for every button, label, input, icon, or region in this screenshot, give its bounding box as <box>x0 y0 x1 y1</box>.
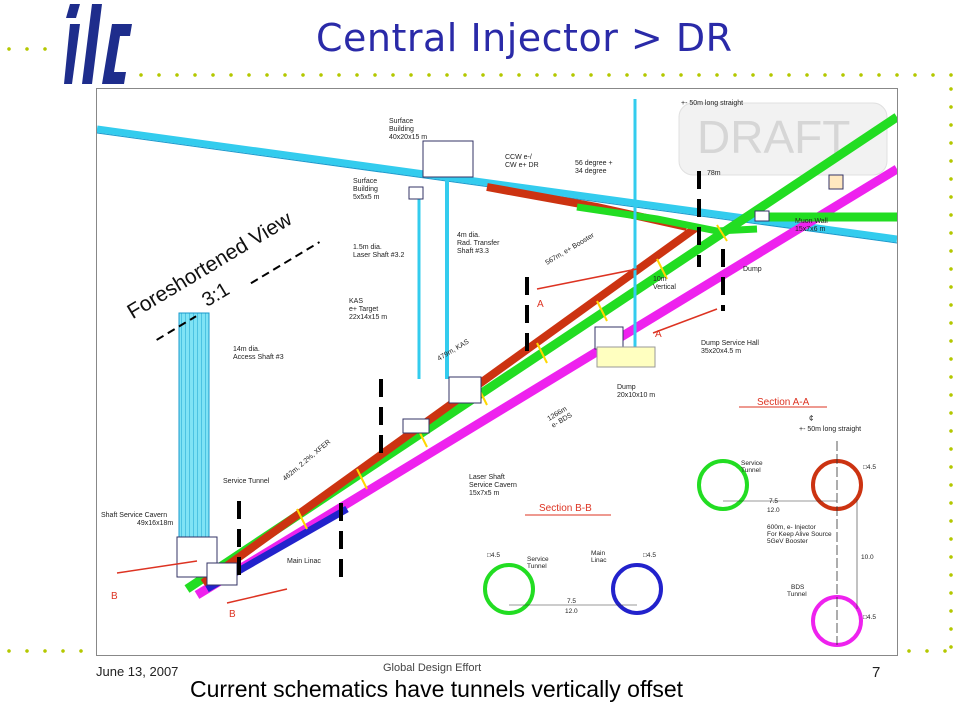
label-78m: 78m <box>707 170 721 177</box>
svg-text:10.0: 10.0 <box>861 554 874 561</box>
label-booster: 567m, e+ Booster <box>544 232 596 267</box>
svg-text:□4.5: □4.5 <box>863 614 876 621</box>
label-xfer: 462m, 2.2%, XFER <box>282 439 332 483</box>
svg-text:+- 50m long straight: +- 50m long straight <box>799 426 861 433</box>
page-number: 7 <box>872 664 881 681</box>
label-laser-shaft: 1.5m dia.Laser Shaft #3.2 <box>353 244 404 259</box>
section-b-right: B <box>229 609 236 620</box>
label-angle: 56 degree +34 degree <box>575 160 613 175</box>
dots-right-column <box>948 80 954 660</box>
label-bds1266: 1266me- BDS <box>546 405 573 430</box>
svg-text:3:1: 3:1 <box>198 278 233 311</box>
label-long-straight-top: +- 50m long straight <box>681 100 743 107</box>
surface-building-large <box>422 140 474 178</box>
svg-text:□4.5: □4.5 <box>643 552 656 559</box>
access-shaft-3 <box>178 312 210 550</box>
footer-date: June 13, 2007 <box>96 664 179 679</box>
bb-service-circle <box>483 563 535 615</box>
label-ccw: CCW e-/CW e+ DR <box>505 154 539 169</box>
section-a-right: A <box>655 329 662 340</box>
injector-tunnel-red <box>200 223 700 587</box>
dots-top-right <box>132 72 960 78</box>
label-service-tunnel: Service Tunnel <box>223 478 270 485</box>
svg-text:7.5: 7.5 <box>567 598 576 605</box>
foreshortened-view-label: Foreshortened View 3:1 <box>123 207 321 341</box>
svg-text:12.0: 12.0 <box>565 608 578 615</box>
aa-service-circle <box>697 459 749 511</box>
dump-service-hall-box <box>596 346 656 368</box>
section-markers <box>237 171 725 583</box>
surface-building-small <box>408 186 424 200</box>
svg-text:□4.5: □4.5 <box>487 552 500 559</box>
label-access-shaft: 14m dia.Access Shaft #3 <box>233 346 284 361</box>
schematic-diagram: DRAFT B B A A <box>96 99 900 647</box>
kas-box <box>448 376 482 404</box>
label-kas479: 479m, KAS <box>436 338 470 362</box>
svg-text:Section B-B: Section B-B <box>539 503 592 514</box>
label-main-linac: Main Linac <box>287 558 321 565</box>
bb-linac-circle <box>611 563 663 615</box>
section-b-left: B <box>111 591 118 602</box>
section-a-left: A <box>537 299 544 310</box>
slide-caption: Current schematics have tunnels vertical… <box>190 676 684 702</box>
draft-watermark: DRAFT <box>697 111 850 163</box>
slide-title: Central Injector > DR <box>316 16 733 60</box>
bds-tunnel-magenta <box>194 165 900 599</box>
footer-center: Global Design Effort <box>383 662 482 674</box>
svg-text:□4.5: □4.5 <box>863 464 876 471</box>
dots-top-left <box>0 46 60 52</box>
dump-box <box>594 326 624 350</box>
label-dump: Dump <box>743 266 762 273</box>
ilc-logo: ilc <box>64 4 132 84</box>
svg-text:Section A-A: Section A-A <box>757 397 810 408</box>
svg-text:12.0: 12.0 <box>767 507 780 514</box>
svg-text:7.5: 7.5 <box>769 498 778 505</box>
muon-wall-box <box>828 174 844 190</box>
section-aa: Section A-A ¢ +- 50m long straight Servi… <box>697 397 876 647</box>
schematic-frame: DRAFT B B A A <box>96 88 900 656</box>
svg-text:¢: ¢ <box>809 414 813 423</box>
